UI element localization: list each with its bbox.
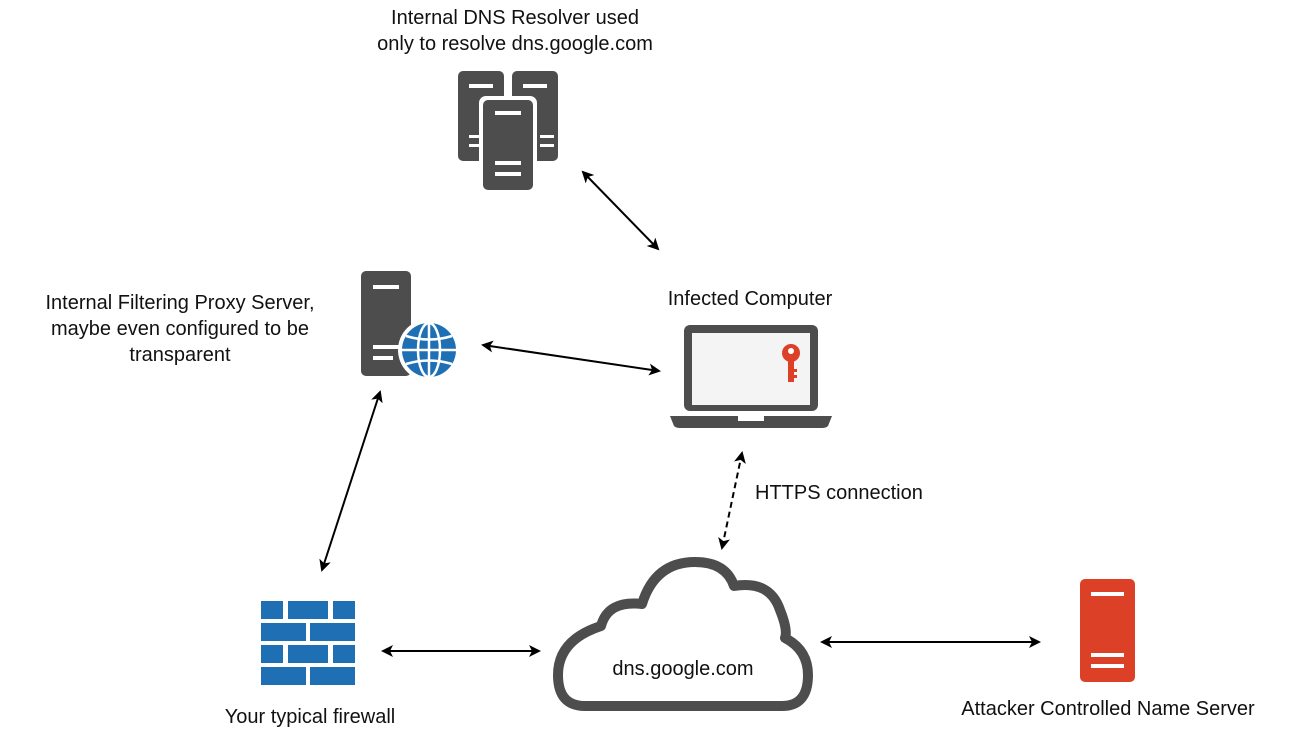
dns-resolver-label: Internal DNS Resolver used only to resol… bbox=[377, 7, 653, 55]
attacker-label: Attacker Controlled Name Server bbox=[961, 698, 1255, 720]
cloud-label: dns.google.com bbox=[612, 658, 754, 680]
web-server-icon bbox=[361, 271, 460, 381]
https-connection-label: HTTPS connection bbox=[755, 482, 923, 504]
laptop-key-icon bbox=[670, 325, 832, 428]
cloud-icon bbox=[553, 557, 813, 711]
edge-computer-cloud bbox=[718, 451, 746, 550]
server-icon bbox=[1080, 579, 1135, 682]
edge-resolver-computer bbox=[581, 170, 660, 251]
server-cluster-icon bbox=[458, 71, 558, 192]
infected-computer-label: Infected Computer bbox=[667, 288, 833, 310]
edge-proxy-firewall bbox=[319, 390, 383, 572]
firewall-icon bbox=[261, 601, 355, 685]
firewall-label: Your typical firewall bbox=[224, 706, 396, 728]
edge-proxy-computer bbox=[481, 340, 661, 376]
proxy-label: Internal Filtering Proxy Server, maybe e… bbox=[45, 292, 315, 366]
